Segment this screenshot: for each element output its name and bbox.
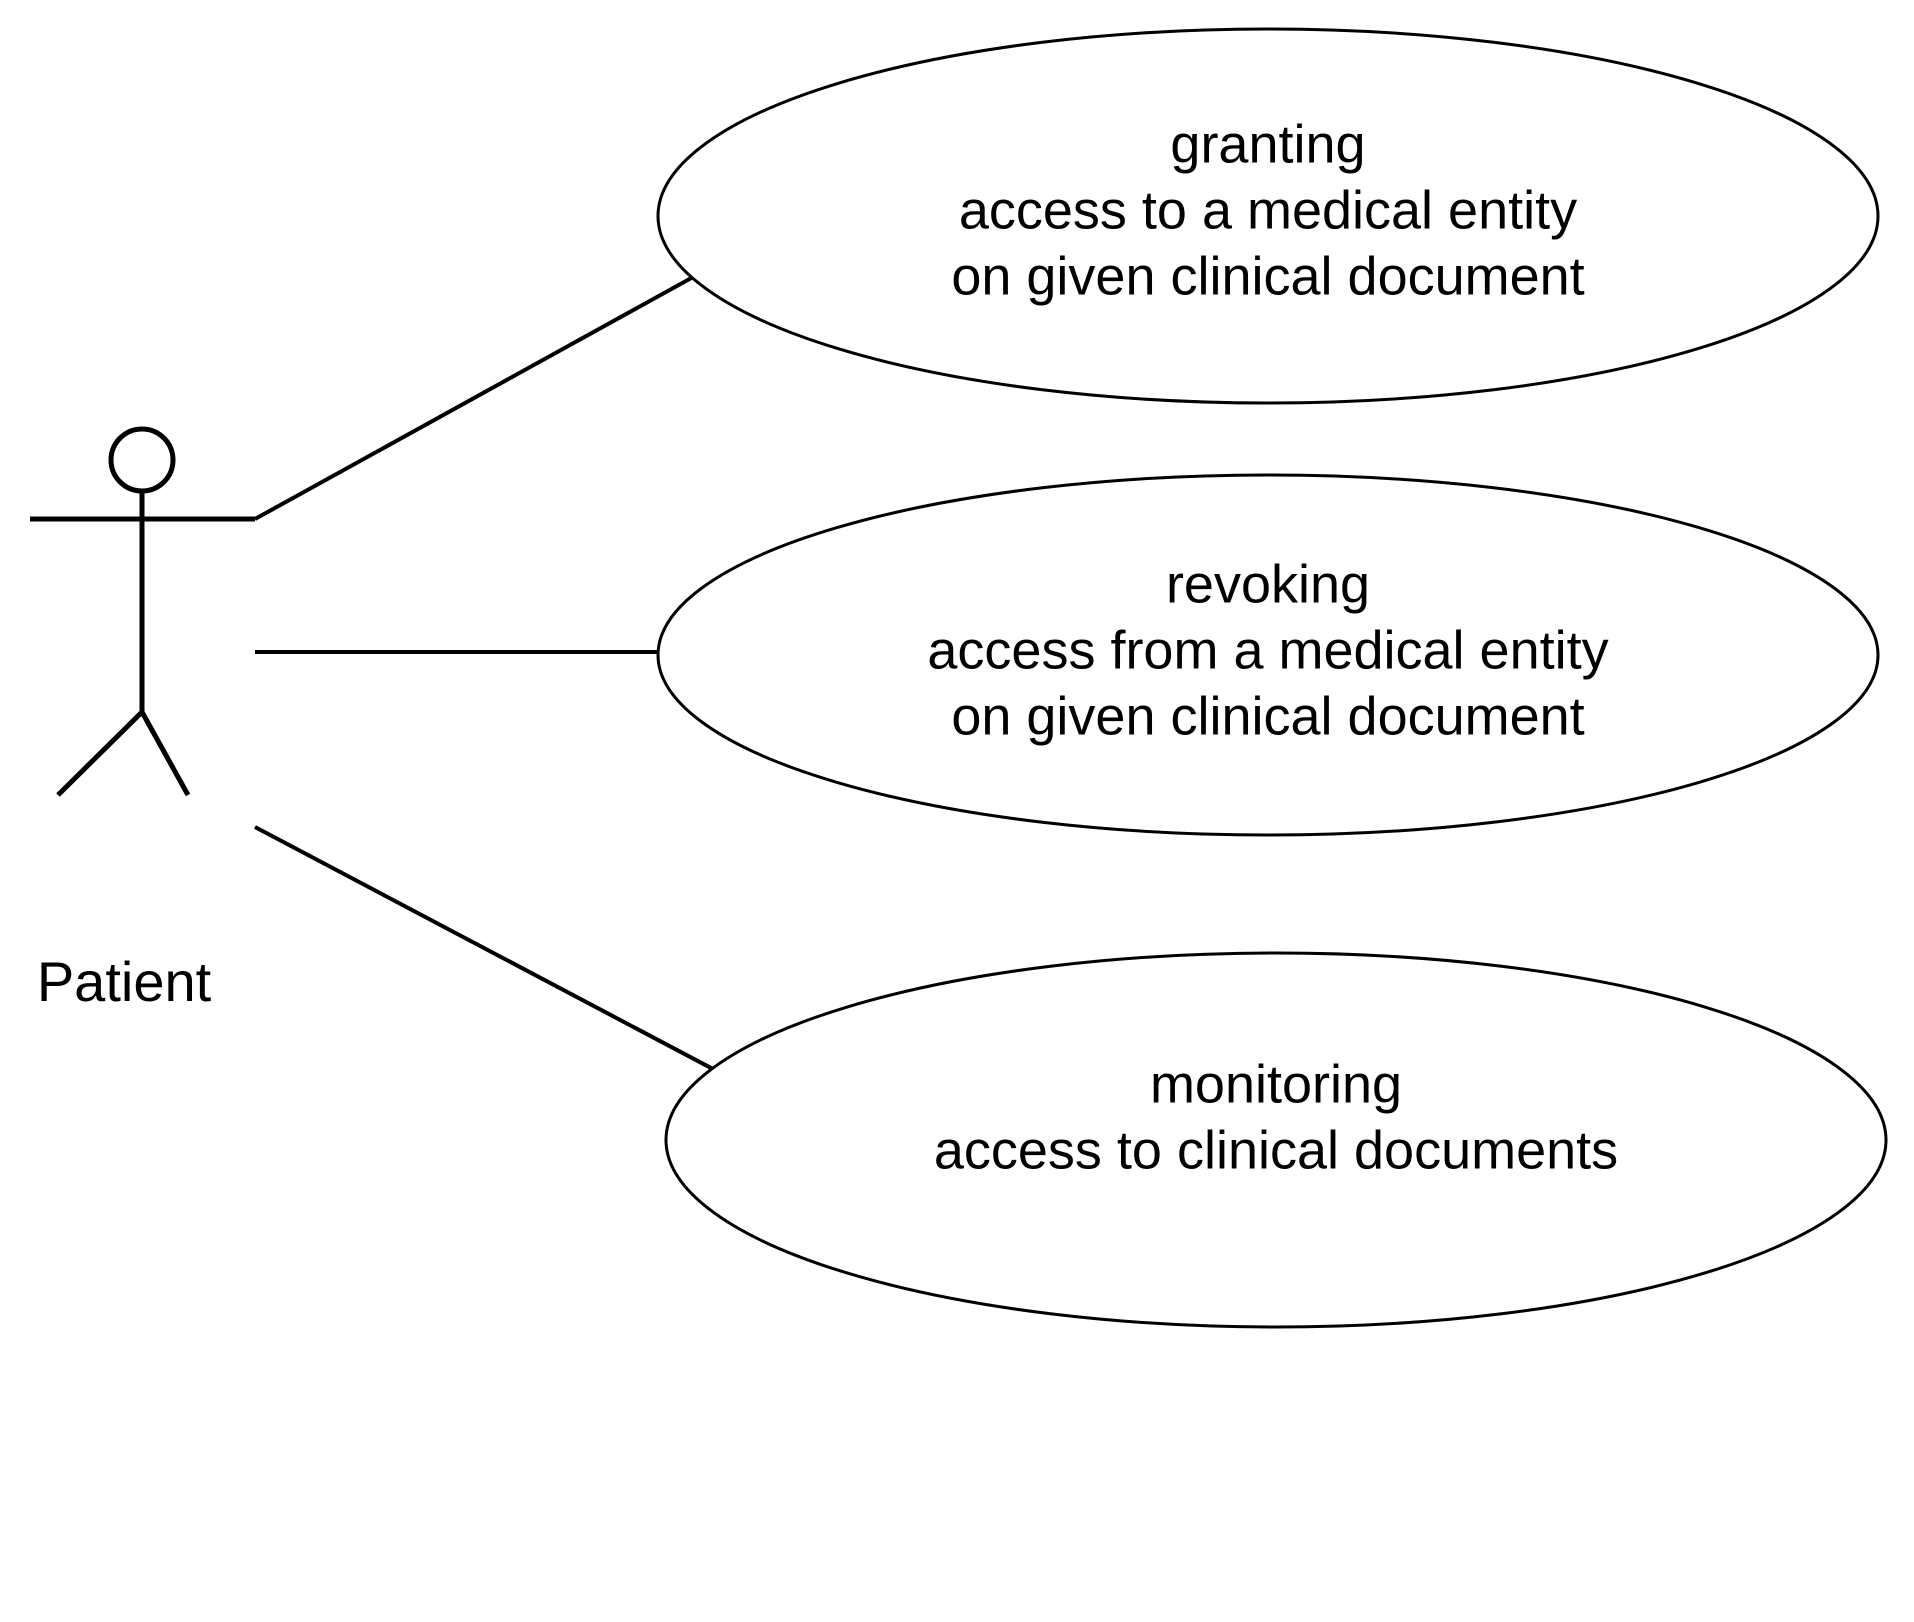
association-patient-monitoring[interactable] [254,825,801,1117]
use-case-monitoring-line-2: access to clinical documents [934,1120,1618,1180]
use-case-granting-line-2: access to a medical entity [959,180,1577,240]
use-case-granting[interactable]: granting access to a medical entity on g… [656,27,1880,405]
use-case-revoking-ellipse [656,473,1880,837]
actor-patient-label: Patient [37,950,212,1013]
use-case-monitoring-line-1: monitoring [1150,1054,1402,1114]
actor-head-icon [108,426,176,494]
use-case-revoking[interactable]: revoking access from a medical entity on… [656,473,1880,837]
actor-leg-right-icon [139,710,191,797]
use-case-revoking-line-3: on given clinical document [951,686,1584,746]
use-case-monitoring-ellipse [664,951,1888,1329]
actor-patient[interactable]: Patient [30,426,255,1013]
use-case-revoking-line-1: revoking [1166,554,1370,614]
actor-leg-left-icon [56,710,144,797]
use-case-granting-ellipse [656,27,1880,405]
use-case-granting-line-1: granting [1170,114,1365,174]
use-case-monitoring[interactable]: monitoring access to clinical documents [664,951,1888,1329]
use-case-revoking-line-2: access from a medical entity [927,620,1608,680]
use-case-granting-line-3: on given clinical document [951,246,1584,306]
